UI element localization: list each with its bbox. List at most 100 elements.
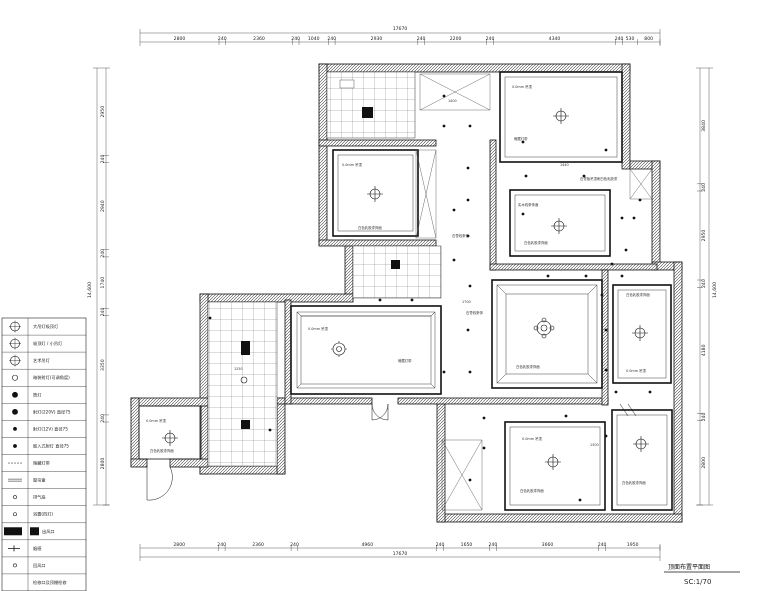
dimension-label: 2930 [371,36,383,42]
legend-label: 吸顶灯 / 小吊灯 [33,340,63,347]
downlight-dot [268,428,272,432]
downlight-dot [620,274,624,278]
dimension-label: 2940 [100,200,106,212]
downlight-dots [208,94,652,502]
room-note: 0.0mm 吊顶 [626,369,646,373]
downlight-dot [482,416,486,420]
downlight-dot [600,293,604,297]
pendant-light-icon [9,337,21,350]
legend-label: 艺术吊灯 [33,357,51,364]
dimension-label: 2800 [701,457,707,469]
mini-dot-icon [13,444,17,448]
downlight-dot [466,234,470,238]
downlight-dot [620,216,624,220]
bedroom-2-lamp [367,186,383,202]
downlight-dot [466,198,470,202]
dining-room-ceiling [491,279,603,389]
top-dimension [139,29,661,46]
exhaust-fan-icon [13,495,17,500]
legend-label: 烟感 [33,545,41,552]
downlight-dot [442,124,446,128]
downlight-dot [482,446,486,450]
dimension-label: 2800 [100,458,106,470]
room-note: 白色乳胶漆饰面 [524,240,548,245]
top-total-dimension: 17670 [393,26,408,32]
legend-label: 窗帘盒 [33,477,46,484]
room-note: 0.0mm 吊顶 [146,419,166,423]
dimension-label: 240 [217,542,226,548]
dimension-label: 240 [701,279,707,288]
dimension-label: 2950 [701,230,707,242]
downlight-dot [604,328,608,332]
downlight-dot [468,370,472,374]
living-room-ceiling [290,305,442,395]
room-note: 0.0mm 吊顶 [308,327,328,331]
dimension-label: 240 [615,36,624,42]
bottom-dimension [139,544,661,561]
downlight-icon [9,354,21,367]
downlight-dot [578,498,582,502]
downlight-dot [604,368,608,372]
downlight-dot [468,284,472,288]
downlight-dot [521,140,525,144]
dimension-label: 240 [436,542,445,548]
closet-cross-marks [415,73,653,511]
dimension-label: 240 [327,36,336,42]
dimension-label: 240 [701,412,707,421]
downlight-dot [584,274,588,278]
top-dimension-ticks [218,39,661,45]
room-note: 暗藏灯带 [398,358,412,363]
downlight-dot [604,148,608,152]
bathroom-1-tile [326,71,416,139]
dimension-label: 2360 [253,36,265,42]
legend-label: 回风口 [33,563,46,569]
legend-label: 射灯(220V) 直径75 [33,408,71,415]
downlight-dot [648,390,652,394]
room-annotations: 0.0mm 吊顶 暗藏灯带 0.0mm 吊顶 白色乳胶漆饰面 实木线条饰面 白色… [146,85,650,493]
ceiling-light-icon [9,320,21,333]
downlight-dot [208,316,212,320]
dimension-label: 2360 [252,542,264,548]
legend-label: 大吊灯吸顶灯 [33,323,59,330]
dimension-label: 1650 [461,542,473,548]
dimension-label: 800 [644,36,653,42]
inner-dimension: 1440 [560,163,569,167]
dimension-label: 240 [489,542,498,548]
storage-room-ceiling [138,405,202,460]
dimension-label: 240 [100,249,106,258]
room-note: 石膏板吊顶刷白色乳胶漆 [580,176,618,181]
inner-dimension-labels: 1400 1440 1700 1250 1300 [234,99,599,447]
dimension-label: 1040 [308,36,320,42]
bottom-dimension-ticks [218,545,661,551]
dimension-label: 240 [290,542,299,548]
bath-heater-icon [13,512,17,517]
room-note: 白色乳胶漆饰面 [622,480,646,485]
room-note: 0.0mm 吊顶 [342,163,362,167]
room-note: 白色乳胶漆饰面 [150,448,174,453]
downlight-dot [466,328,470,332]
balcony-lamp [240,376,248,384]
dining-room-chandelier [533,317,555,339]
left-dimension-ticks [103,155,109,506]
dimension-label: 1740 [100,277,106,289]
dimension-label: 4180 [701,344,707,356]
small-dot-icon [13,427,17,431]
dimension-label: 530 [626,36,635,42]
downlight-dot [410,298,414,302]
right-total-dimension: 14,600 [712,282,718,298]
room-note: 白色乳胶漆饰面 [358,225,382,230]
dimension-label: 4960 [361,542,373,548]
ceiling-lights [162,108,649,470]
legend-label: 嵌入式射灯 直径75 [33,443,69,450]
legend-label: 排气扇 [33,494,46,501]
air-vent-icon [4,527,39,536]
dimension-label: 240 [486,36,495,42]
downlight-dot [638,198,642,202]
living-room-chandelier [331,341,347,357]
downlight-dot [624,248,628,252]
inner-dimension: 1250 [234,367,243,371]
legend-label: 出风口 [42,528,55,535]
legend-label: 检修口及顶棚检修 [33,579,67,586]
